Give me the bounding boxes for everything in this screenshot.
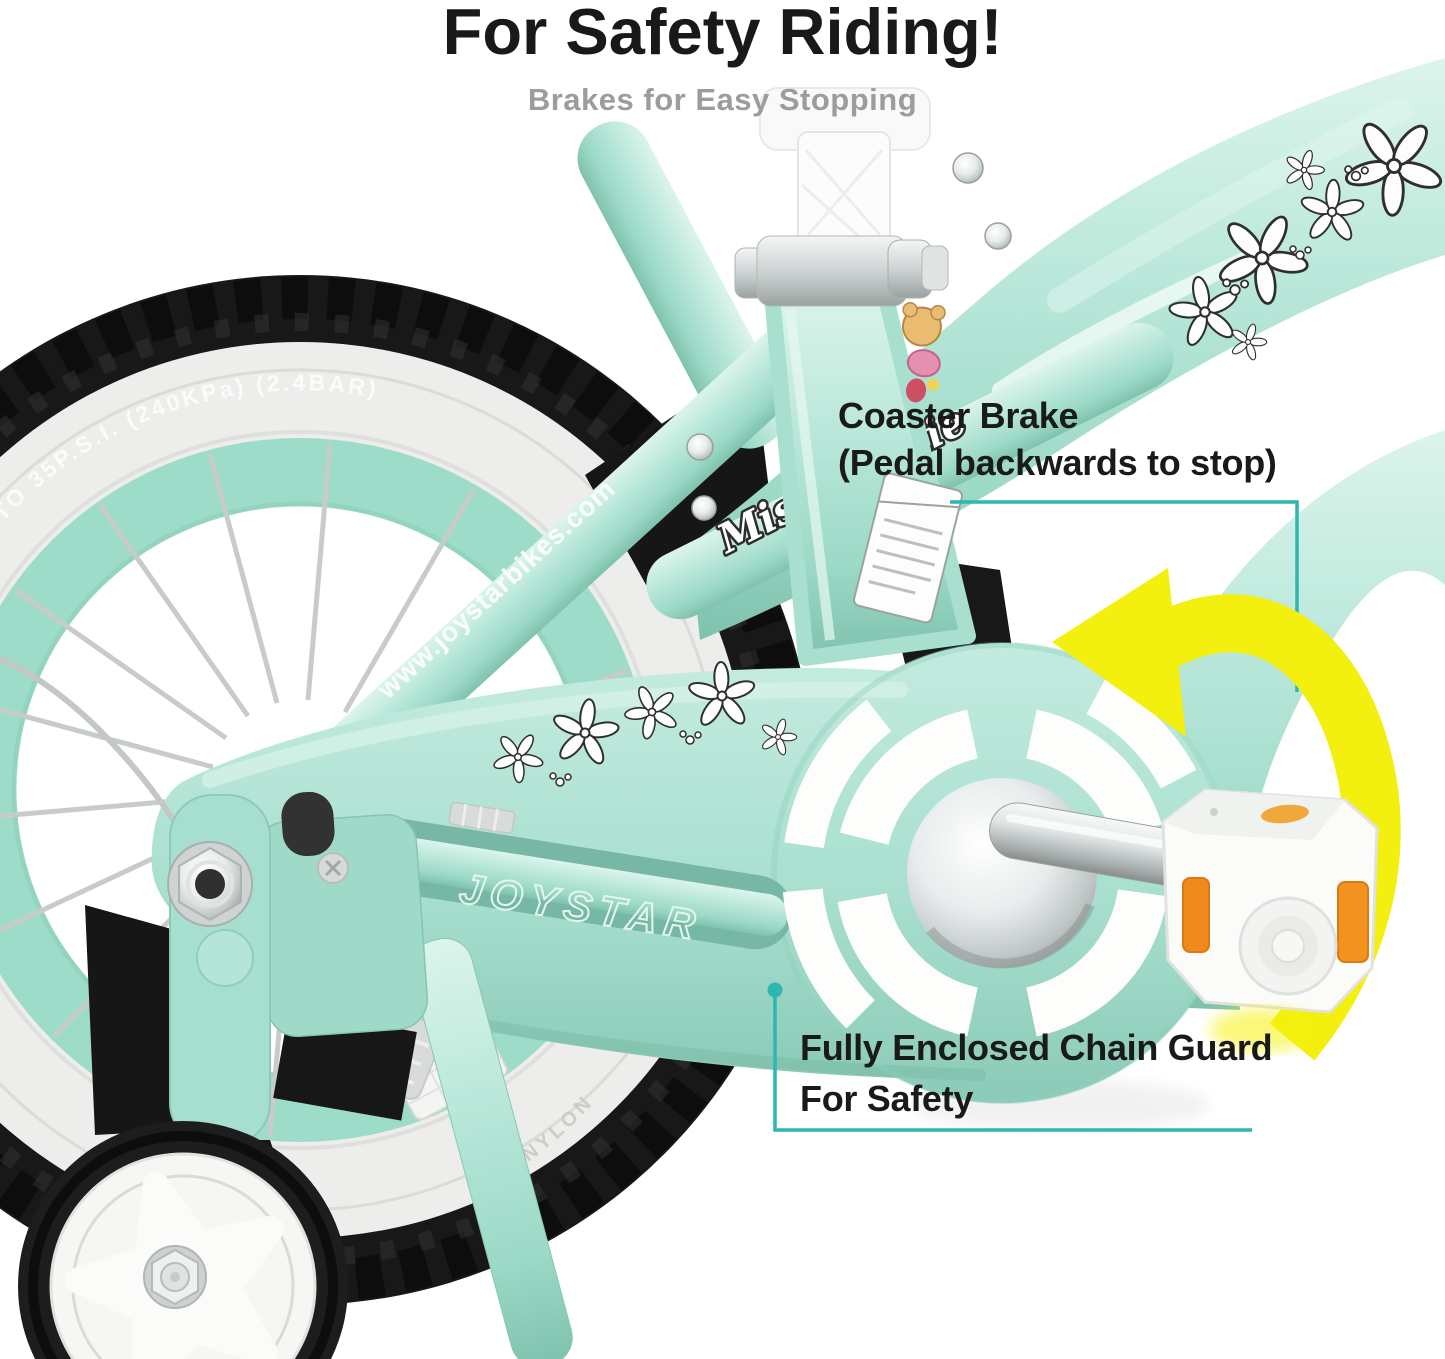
- seat-clamp: [734, 235, 949, 307]
- pedal: [1161, 788, 1379, 1052]
- chainstay-reflective-sticker: [448, 801, 516, 834]
- bracket-plate: [256, 813, 429, 1038]
- coaster-brake-line1: Coaster Brake: [838, 395, 1079, 436]
- dropout-hardware: [0, 655, 429, 1250]
- certification-label: [853, 472, 963, 624]
- chain-guard-line1: Fully Enclosed Chain Guard: [800, 1027, 1273, 1068]
- page-subtitle: Brakes for Easy Stopping: [527, 82, 918, 117]
- training-wheel: [18, 1121, 348, 1359]
- seat-tube-cluster: [686, 87, 1012, 666]
- training-wheel-bolt: [143, 1245, 207, 1309]
- kickstand: [410, 937, 573, 1359]
- chain-guard-line2: For Safety: [800, 1078, 974, 1119]
- pedal-reflector-right: [1337, 881, 1369, 963]
- chain-guard-rings: [782, 678, 1197, 1037]
- coaster-brake-line2: (Pedal backwards to stop): [838, 442, 1277, 483]
- page-title: For Safety Riding!: [442, 0, 1003, 68]
- seat-bolts: [686, 152, 1012, 521]
- chain-guard-leader-dot: [767, 982, 783, 998]
- axle-nut: [167, 841, 253, 927]
- coaster-brake-callout: Coaster Brake (Pedal backwards to stop): [838, 392, 1277, 486]
- pedal-top-sticker: [1261, 804, 1309, 824]
- cartoon-decal: [901, 302, 946, 403]
- chain-guard-callout: Fully Enclosed Chain Guard For Safety: [800, 1022, 1273, 1124]
- chain-guard-leader-line: [773, 990, 1252, 1132]
- pedal-reflector-left: [1182, 877, 1210, 953]
